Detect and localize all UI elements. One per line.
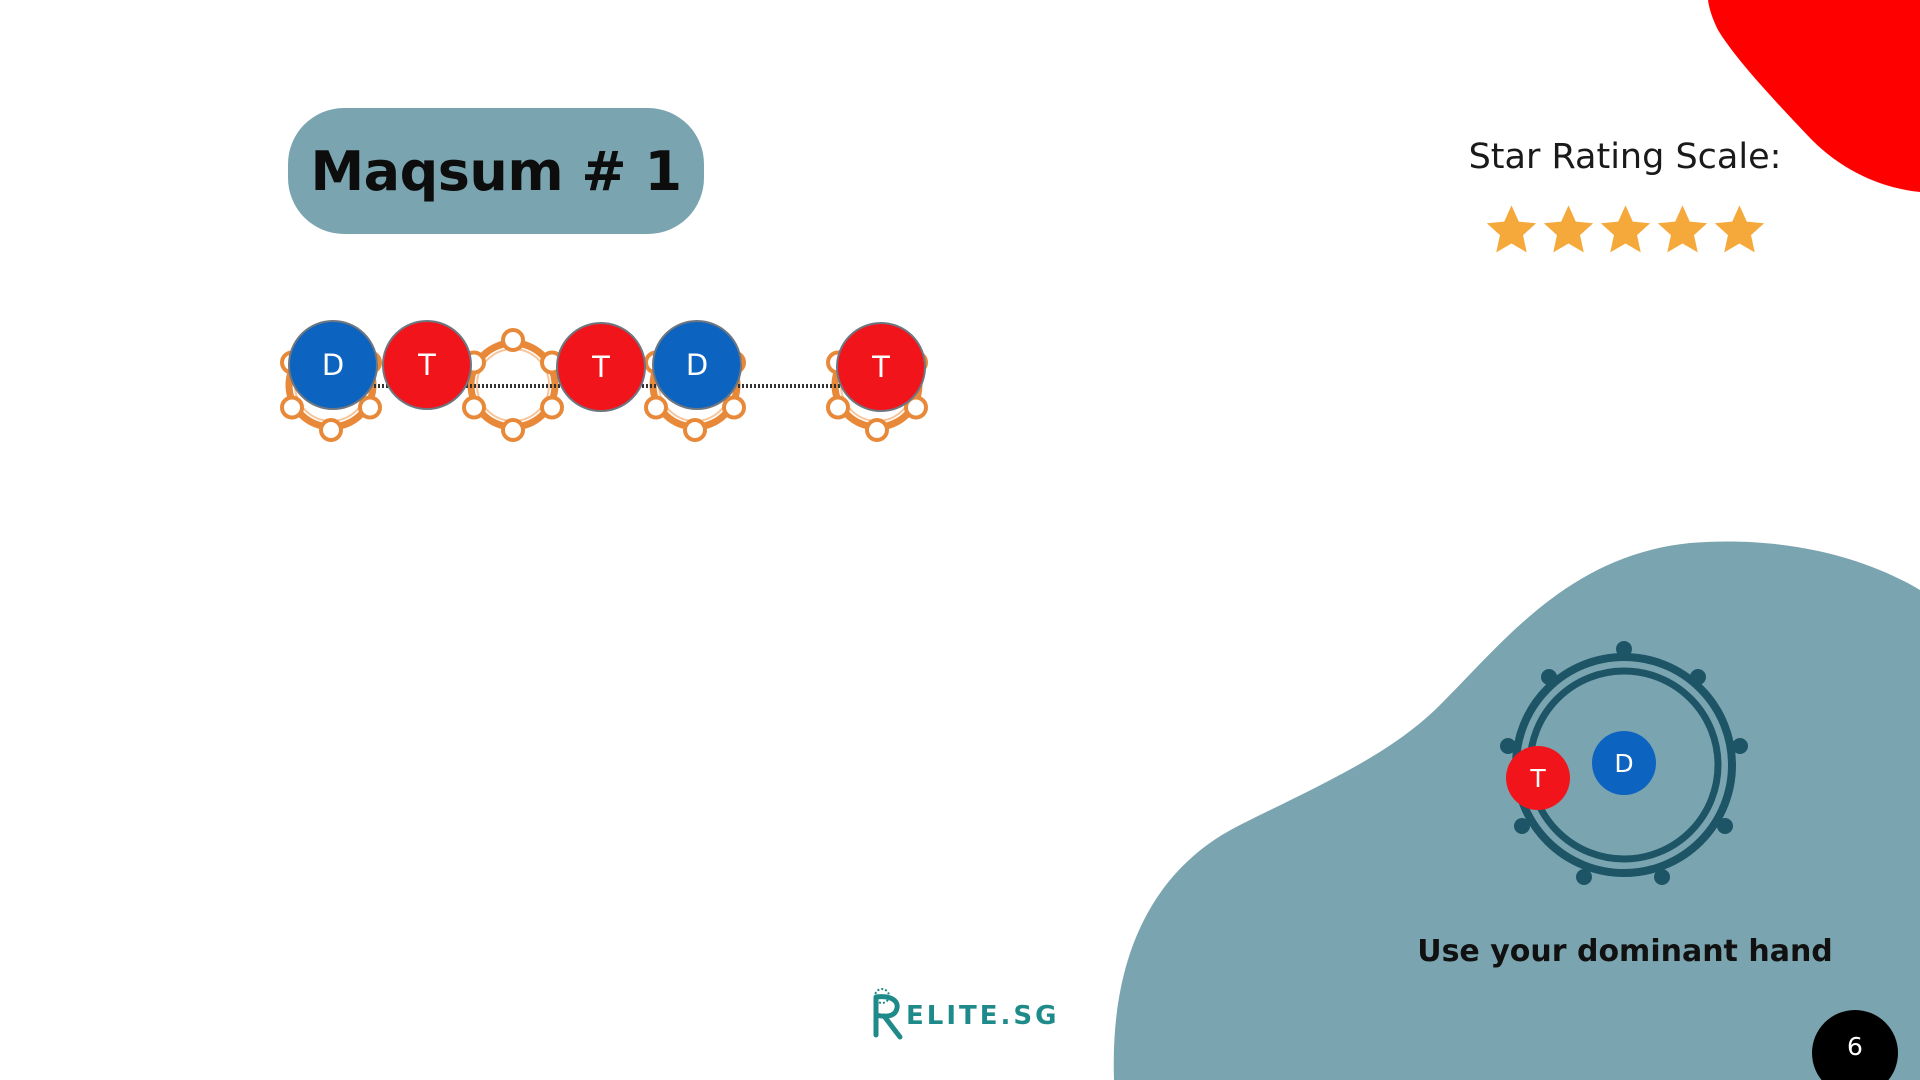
rating-label: Star Rating Scale:	[1468, 137, 1782, 177]
star-icon	[1714, 205, 1765, 253]
page-number-badge: 6	[1812, 1010, 1898, 1080]
dum-stroke: D	[288, 320, 378, 410]
tek-stroke: T	[382, 320, 472, 410]
tek-stroke-marker: T	[1506, 746, 1570, 810]
title-pill: Maqsum # 1	[288, 108, 704, 234]
star-icon	[1657, 205, 1708, 253]
teal-corner-blob	[1113, 541, 1920, 1080]
drum-icon	[1500, 641, 1748, 885]
brand-logo: ELITE.SG	[866, 985, 1059, 1041]
star-icon	[1600, 205, 1651, 253]
logo-text: ELITE.SG	[906, 1001, 1060, 1031]
logo-icon	[873, 988, 903, 1040]
dum-stroke-marker: D	[1592, 731, 1656, 795]
tek-stroke: T	[836, 322, 926, 412]
star-rating	[1483, 202, 1768, 258]
slide-title: Maqsum # 1	[310, 139, 682, 203]
hand-hint: Use your dominant hand	[1417, 934, 1833, 969]
red-corner-blob	[1708, 0, 1920, 192]
dum-stroke: D	[652, 320, 742, 410]
star-icon	[1543, 205, 1594, 253]
star-icon	[1486, 205, 1537, 253]
tek-stroke: T	[556, 322, 646, 412]
